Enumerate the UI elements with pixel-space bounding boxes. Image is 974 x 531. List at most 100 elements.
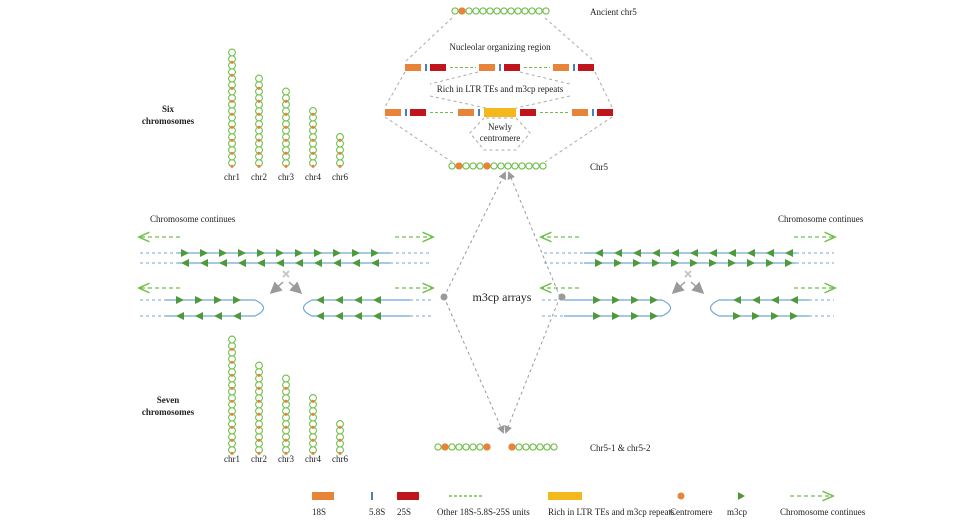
centromere-dot (311, 151, 315, 155)
newly-label-line2: centromere (480, 133, 520, 143)
chromosome-chr6: chr6 (332, 420, 348, 464)
centromere-dot (311, 451, 315, 455)
chromosome-bead (255, 361, 263, 370)
chrom-continues-left-label: Chromosome continues (150, 214, 236, 224)
chromosome-bead (282, 374, 290, 383)
m3cp-triangle (790, 296, 798, 304)
m3cp-triangle (333, 249, 341, 257)
m3cp-triangle (316, 312, 324, 320)
chromosome-bead (518, 162, 526, 170)
centromere-dot (230, 399, 234, 403)
m3cp-triangle (785, 249, 793, 257)
centromere-dot (230, 386, 234, 390)
chromosome-bead (451, 7, 459, 15)
seven-label-line1: Seven (157, 395, 180, 405)
chromosome-bead (542, 7, 550, 15)
m3cp-triangle (614, 249, 622, 257)
centromere-dot (257, 164, 261, 168)
right-junction-dot (558, 293, 566, 301)
m3cp-triangle (257, 249, 265, 257)
centromere-dot (311, 164, 315, 168)
centromere-dot (311, 138, 315, 142)
centromere-dot (257, 125, 261, 129)
m3cp-triangle (747, 259, 755, 267)
chromosome-bead (228, 335, 236, 344)
m3cp-triangle (200, 259, 208, 267)
centromere-dot (284, 138, 288, 142)
chromosome-bead (522, 443, 530, 451)
centromere-dot (508, 443, 516, 451)
chromosome-chr4: chr4 (305, 107, 321, 182)
m3cp-triangle (371, 249, 379, 257)
newly-centromere-callout (469, 117, 531, 151)
m3cp-triangle (614, 259, 622, 267)
recombination-cross (282, 270, 290, 278)
m3cp-triangle (214, 296, 222, 304)
m3cp-triangle (785, 259, 793, 267)
legend-item: Centromere (670, 492, 712, 517)
chromosome-bead (511, 162, 519, 170)
chromosome-bead (282, 87, 290, 96)
chromosome-bead (497, 162, 505, 170)
centromere-dot (257, 412, 261, 416)
m3cp-triangle (195, 296, 203, 304)
legend-swatch (548, 492, 582, 500)
chromosome-bead (465, 7, 473, 15)
centromere-dot (311, 438, 315, 442)
m3cp-triangle (371, 259, 379, 267)
legend-swatch (677, 492, 685, 500)
centromere-dot (284, 399, 288, 403)
chromosome-bead (528, 7, 536, 15)
chromosome-label: chr1 (224, 172, 240, 182)
m3cp-triangle (766, 249, 774, 257)
m3cp-triangle (652, 249, 660, 257)
chromosome-chr1: chr1 (224, 48, 240, 182)
legend-swatch (397, 492, 419, 500)
chromosome-chr1: chr1 (224, 335, 240, 464)
grey-arrow (269, 281, 284, 295)
m3cp-triangle (335, 312, 343, 320)
chr5-split-chromosomes (434, 443, 558, 451)
chromosome-bead (507, 7, 515, 15)
m3cp-triangle (354, 296, 362, 304)
chromosome-bead (455, 443, 463, 451)
chromosome-bead (434, 443, 442, 451)
m3cp-triangle (650, 296, 658, 304)
centromere-dot (284, 99, 288, 103)
m3cp-triangle (333, 259, 341, 267)
ancient-chr5-label: Ancient chr5 (590, 7, 637, 17)
centromere-dot (311, 412, 315, 416)
m3cp-triangle (373, 296, 381, 304)
m3cp-triangle (214, 312, 222, 320)
m3cp-triangle (771, 296, 779, 304)
centromere-dot (311, 112, 315, 116)
m3cp-triangle (352, 259, 360, 267)
chromosome-bead (539, 162, 547, 170)
chromosome-chr4: chr4 (305, 394, 321, 464)
chrom-continues-right-label: Chromosome continues (778, 214, 864, 224)
m3cp-triangle (181, 249, 189, 257)
m3cp-triangle (276, 249, 284, 257)
centromere-dot (284, 125, 288, 129)
centromere-dot (284, 438, 288, 442)
m3cp-triangle (219, 249, 227, 257)
chromosome-bead (550, 443, 558, 451)
centromere-dot (257, 112, 261, 116)
left-junction-dot (440, 293, 448, 301)
nor-row-1 (405, 64, 594, 71)
centromere-dot (441, 443, 449, 451)
chr5-label: Chr5 (590, 162, 609, 172)
chromosome-bead (448, 443, 456, 451)
chromosome-label: chr2 (251, 454, 267, 464)
m3cp-triangle (790, 312, 798, 320)
chromosome-label: chr4 (305, 172, 321, 182)
m3cp-triangle (595, 259, 603, 267)
chromosome-bead (448, 162, 456, 170)
m3cp-triangle (690, 249, 698, 257)
m3cp-triangle (709, 259, 717, 267)
ancient-chr5-chromosome (451, 7, 550, 15)
